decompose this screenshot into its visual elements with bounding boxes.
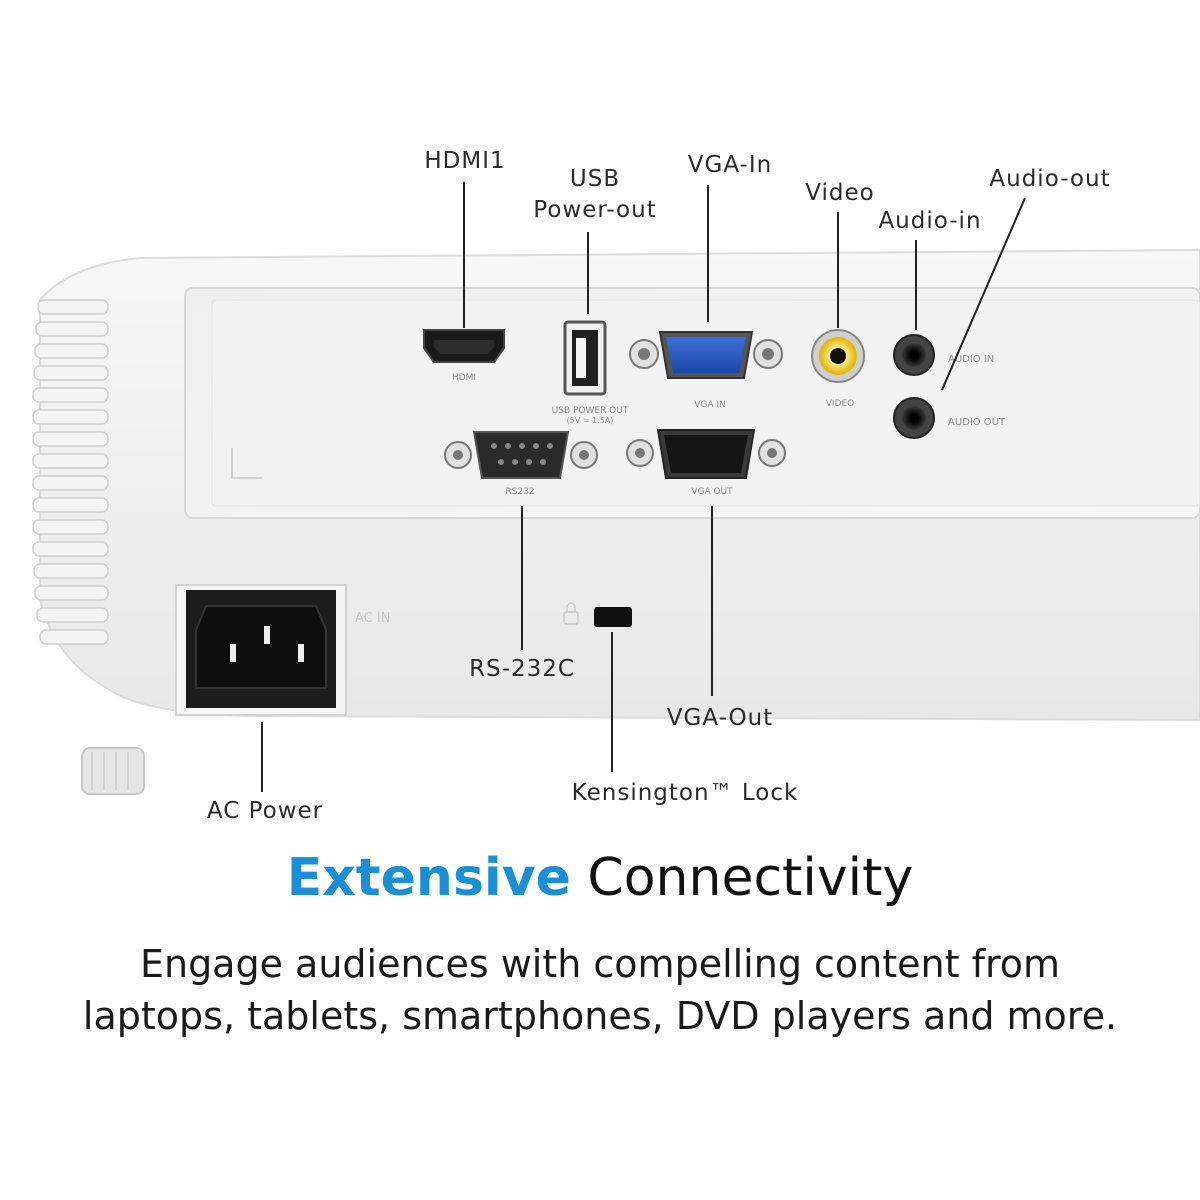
callout-hdmi1: HDMI1 [424, 148, 506, 174]
panel-label-usb-rating: (5V = 1.5A) [567, 416, 614, 425]
panel-label-rs232: RS232 [505, 487, 534, 497]
callout-ac-power: AC Power [206, 798, 324, 824]
callout-vga-in: VGA-In [687, 152, 773, 178]
projector-rear-panel-photo: HDMI USB POWER OUT (5V = 1.5A) VGA IN VI… [32, 182, 1200, 795]
panel-label-ac-in: AC IN [355, 611, 390, 626]
usb-port: USB POWER OUT (5V = 1.5A) [552, 320, 629, 425]
hdmi-port: HDMI [423, 329, 505, 383]
video-rca-port: VIDEO [811, 329, 865, 409]
vga-out-port: VGA OUT [626, 429, 786, 497]
callout-usb-line1: USB [569, 166, 621, 192]
panel-label-hdmi: HDMI [452, 373, 476, 383]
panel-label-video: VIDEO [826, 399, 855, 409]
panel-label-audio-out: AUDIO OUT [948, 417, 1006, 428]
body-line-1: Engage audiences with compelling content… [139, 942, 1061, 986]
panel-label-vga-out: VGA OUT [691, 487, 733, 497]
body-text: Engage audiences with compelling content… [0, 938, 1200, 1042]
callout-rs232c: RS-232C [469, 656, 575, 682]
callout-usb-line2: Power-out [533, 197, 657, 223]
callout-vga-out: VGA-Out [666, 705, 774, 731]
ac-power-inlet: AC IN [175, 584, 390, 716]
headline: Extensive Connectivity [0, 848, 1200, 908]
kensington-slot [563, 602, 632, 627]
projector-foot [81, 747, 145, 795]
vent-fins [32, 299, 109, 645]
audio-out-jack: AUDIO OUT [893, 397, 1006, 439]
headline-rest: Connectivity [570, 848, 914, 908]
audio-in-jack: AUDIO IN [893, 334, 994, 376]
body-line-2: laptops, tablets, smartphones, DVD playe… [82, 994, 1118, 1038]
callout-kensington-lock: Kensington™ Lock [571, 780, 799, 806]
headline-highlight: Extensive [286, 848, 571, 908]
panel-label-audio-in: AUDIO IN [948, 354, 994, 365]
callout-video: Video [805, 180, 875, 206]
panel-label-vga-in: VGA IN [694, 400, 726, 410]
rs232-port: RS232 [444, 431, 598, 497]
callout-leader-lines [261, 182, 1026, 792]
lock-icon [563, 602, 579, 625]
vga-in-port: VGA IN [629, 331, 783, 410]
callout-audio-out: Audio-out [989, 166, 1111, 192]
panel-label-usb-power-out: USB POWER OUT [552, 406, 629, 416]
callout-audio-in: Audio-in [878, 208, 982, 234]
